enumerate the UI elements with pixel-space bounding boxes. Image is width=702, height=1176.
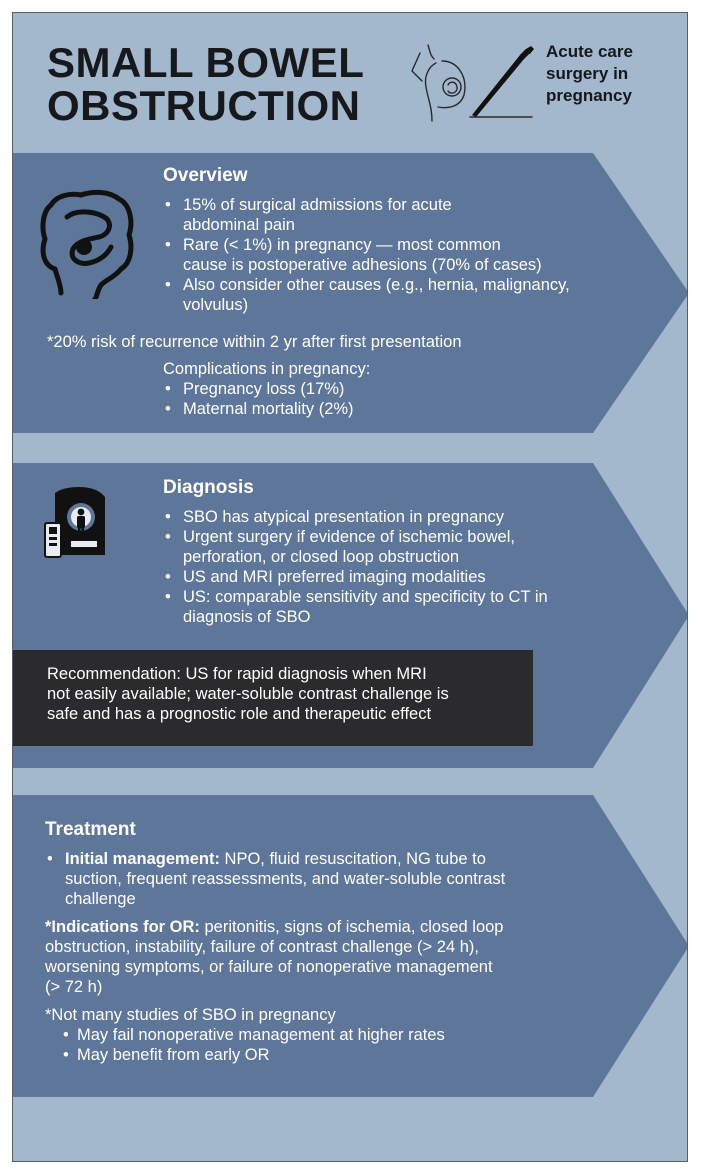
or-indications-label: *Indications for OR: <box>45 918 200 936</box>
infographic-frame: SMALL BOWEL OBSTRUCTION Acute care surge… <box>12 12 688 1162</box>
list-item: SBO has atypical presentation in pregnan… <box>163 507 548 527</box>
list-item: US: comparable sensitivity and specifici… <box>163 587 548 627</box>
list-item: Pregnancy loss (17%) <box>163 379 354 399</box>
studies-note: *Not many studies of SBO in pregnancy <box>45 1006 336 1024</box>
list-item: Urgent surgery if evidence of ischemic b… <box>163 527 548 567</box>
series-logo: Acute care surgery in pregnancy <box>408 31 653 131</box>
list-item: Initial management: NPO, fluid resuscita… <box>45 849 505 909</box>
recurrence-note: *20% risk of recurrence within 2 yr afte… <box>47 333 462 351</box>
pregnant-figure-scalpel-icon <box>411 44 534 122</box>
page-title: SMALL BOWEL OBSTRUCTION <box>47 39 365 129</box>
list-item: Rare (< 1%) in pregnancy — most commonca… <box>163 235 570 275</box>
list-item: Maternal mortality (2%) <box>163 399 354 419</box>
initial-management-label: Initial management: <box>65 850 220 868</box>
diagnosis-title: Diagnosis <box>163 477 254 498</box>
list-item: 15% of surgical admissions for acuteabdo… <box>163 195 570 235</box>
overview-title: Overview <box>163 165 248 186</box>
list-item: US and MRI preferred imaging modalities <box>163 567 548 587</box>
complications-heading: Complications in pregnancy: <box>163 360 371 378</box>
treatment-list: Initial management: NPO, fluid resuscita… <box>45 849 505 909</box>
mri-scanner-icon <box>44 487 105 558</box>
studies-list: May fail nonoperative management at high… <box>61 1025 445 1065</box>
series-label: Acute care surgery in pregnancy <box>546 42 633 105</box>
diagnosis-list: SBO has atypical presentation in pregnan… <box>163 507 548 627</box>
overview-list: 15% of surgical admissions for acuteabdo… <box>163 195 570 315</box>
treatment-title: Treatment <box>45 819 136 840</box>
list-item: Also consider other causes (e.g., hernia… <box>163 275 570 315</box>
complications-list: Pregnancy loss (17%) Maternal mortality … <box>163 379 354 419</box>
list-item: May benefit from early OR <box>61 1045 445 1065</box>
list-item: May fail nonoperative management at high… <box>61 1025 445 1045</box>
or-indications: *Indications for OR: peritonitis, signs … <box>45 918 504 996</box>
recommendation-box: Recommendation: US for rapid diagnosis w… <box>13 650 533 746</box>
intestine-icon <box>40 189 134 299</box>
